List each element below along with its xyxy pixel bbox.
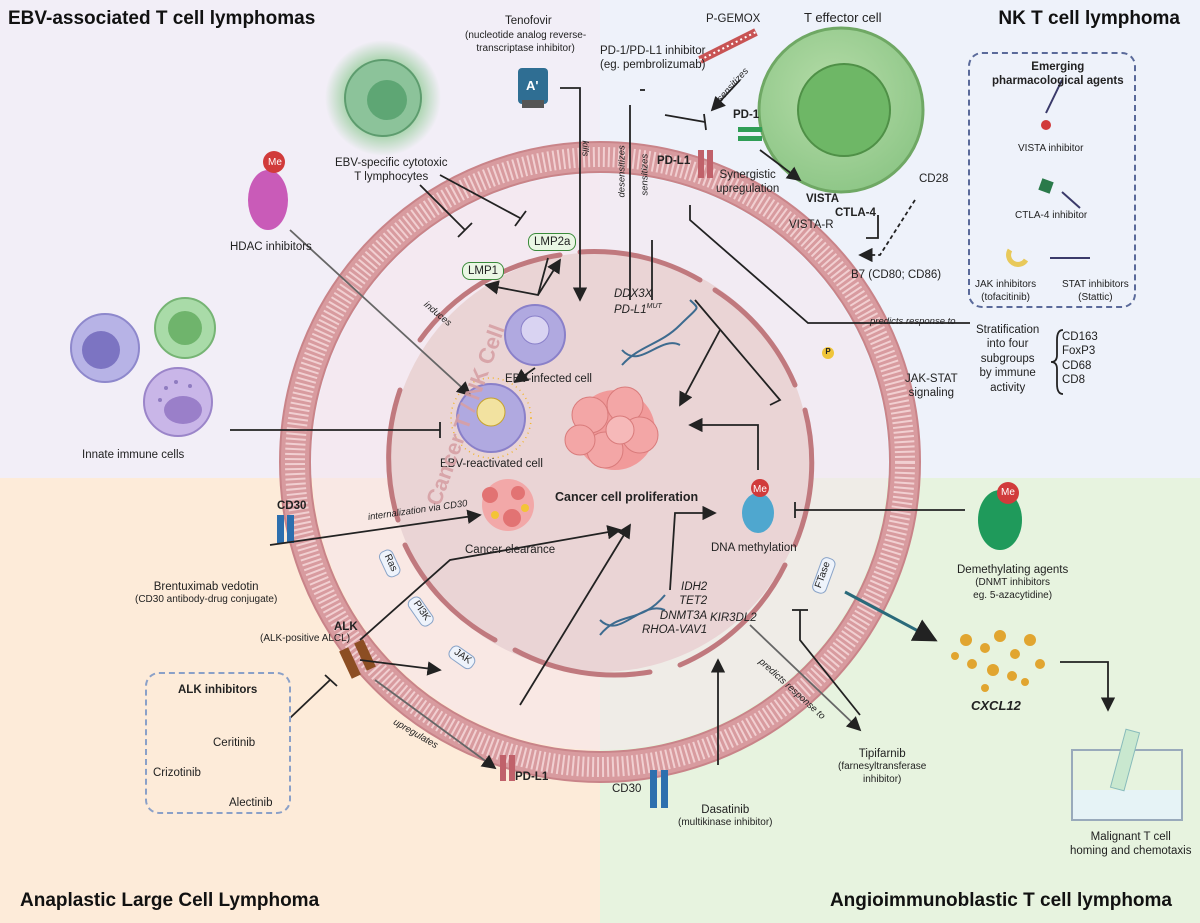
pgemox-label: P-GEMOX xyxy=(706,13,761,25)
innate-label: Innate immune cells xyxy=(82,449,185,461)
cd28-label: CD28 xyxy=(919,173,949,185)
vista-inhibitor-label: VISTA inhibitor xyxy=(1018,143,1084,154)
crizotinib-label: Crizotinib xyxy=(153,767,201,779)
t-effector-label: T effector cell xyxy=(804,10,882,25)
ebv-reactivated-label: EBV-reactivated cell xyxy=(440,458,543,470)
ctla4-inhibitor-label: CTLA-4 inhibitor xyxy=(1015,210,1088,221)
jak-inhibitors-label: JAK inhibitors(tofacitinib) xyxy=(975,279,1037,303)
pd1-label: PD-1 xyxy=(733,109,760,121)
tenofovir-label: Tenofovir xyxy=(505,15,552,27)
lmp2a-badge: LMP2a xyxy=(528,233,577,252)
lmp1-badge: LMP1 xyxy=(462,262,505,281)
me-mark-center: Me xyxy=(753,484,767,495)
title-alcl: Anaplastic Large Cell Lymphoma xyxy=(20,890,320,911)
phospho-mark: P xyxy=(822,347,834,359)
cxcl12-label: CXCL12 xyxy=(971,698,1021,713)
me-mark-demethyl: Me xyxy=(1001,487,1015,498)
desensitizes-label: desensitizes xyxy=(616,145,628,198)
title-ebv: EBV-associated T cell lymphomas xyxy=(8,8,316,29)
b7-label: B7 (CD80; CD86) xyxy=(851,269,942,281)
brentuximab-label: Brentuximab vedotin(CD30 antibody-drug c… xyxy=(135,581,278,606)
predicts-label-nk: predicts response to xyxy=(870,316,956,327)
stat-inhibitors-label: STAT inhibitors(Stattic) xyxy=(1062,279,1129,303)
proliferation-label: Cancer cell proliferation xyxy=(555,490,699,504)
cd30-label-alcl: CD30 xyxy=(277,500,307,512)
ceritinib-label: Ceritinib xyxy=(213,737,256,749)
alk-inhibitors-title: ALK inhibitors xyxy=(178,684,258,696)
vista-label: VISTA xyxy=(806,193,840,205)
me-mark-hdac: Me xyxy=(268,157,282,168)
pdl1-label-alcl: PD-L1 xyxy=(515,771,549,783)
tenofovir-pill-glyph: A' xyxy=(526,78,539,93)
cancer-clearance-label: Cancer clearance xyxy=(465,544,556,556)
title-aitl: Angioimmunoblastic T cell lymphoma xyxy=(829,890,1172,911)
pdl1-mut-label: PD-L1MUT xyxy=(614,303,662,316)
alectinib-label: Alectinib xyxy=(229,797,273,809)
dasatinib-label: Dasatinib(multikinase inhibitor) xyxy=(678,804,773,829)
cancer-clearance-cluster xyxy=(482,479,534,531)
alk-desc-label: (ALK-positive ALCL) xyxy=(260,633,351,644)
kir3dl2-label: KIR3DL2 xyxy=(710,612,757,624)
ctla4-label: CTLA-4 xyxy=(835,207,876,219)
kills-label: kills xyxy=(579,140,591,157)
ebv-infected-label: EBV-infected cell xyxy=(505,373,592,385)
dna-methylation-label: DNA methylation xyxy=(711,542,797,554)
cd30-label-aitl: CD30 xyxy=(612,783,642,795)
title-nk: NK T cell lymphoma xyxy=(998,8,1180,29)
emerging-agents-box xyxy=(968,52,1136,308)
vista-r-label: VISTA-R xyxy=(789,219,834,231)
ddx3x-label: DDX3X xyxy=(614,288,653,300)
sensitizes-label-2: sensitizes xyxy=(639,153,651,196)
alk-inhibitors-box xyxy=(145,672,291,814)
hdac-label: HDAC inhibitors xyxy=(230,241,312,253)
tenofovir-desc: (nucleotide analog reverse-transcriptase… xyxy=(465,30,587,54)
pdl1-label-nk: PD-L1 xyxy=(657,155,691,167)
tumor-cluster xyxy=(564,386,659,470)
pd1-inhibitor-label: PD-1/PD-L1 inhibitor(eg. pembrolizumab) xyxy=(600,45,706,72)
alk-label: ALK xyxy=(334,621,358,633)
